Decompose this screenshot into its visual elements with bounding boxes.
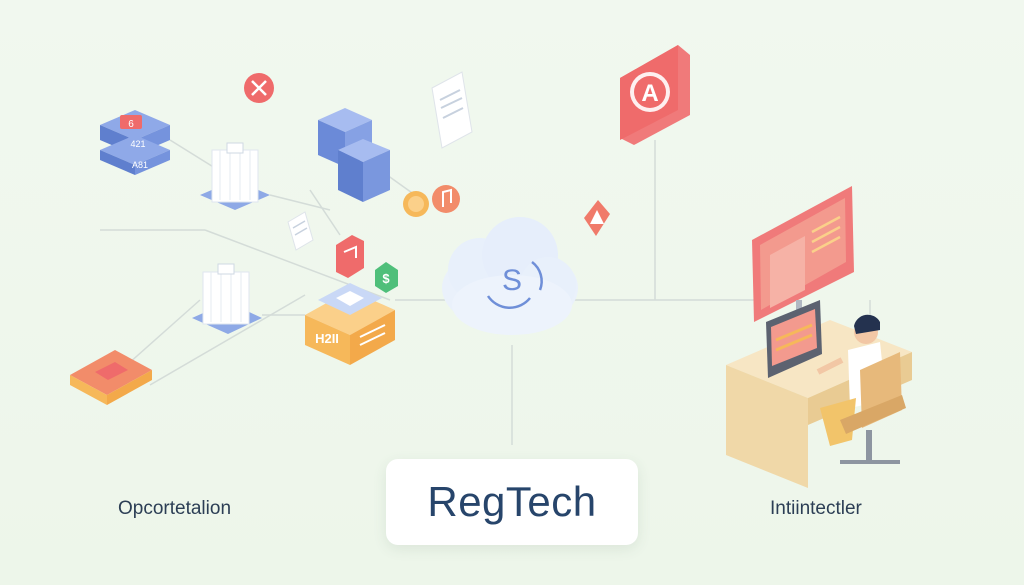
workstation-illustration [726, 186, 912, 488]
music-note-icon [432, 185, 460, 213]
dollar-icon [375, 262, 398, 293]
title-card: RegTech [386, 459, 638, 545]
data-cubes-icon [318, 108, 390, 202]
close-badge-icon [244, 73, 274, 103]
label-right: Intiintectler [770, 498, 862, 519]
server-stack-icon [100, 110, 170, 175]
warning-icon [584, 200, 610, 236]
alert-badge-icon [620, 45, 690, 145]
coin-icon [403, 191, 429, 217]
processor-block-icon [305, 283, 395, 365]
label-left: Opcortetalion [118, 498, 232, 519]
red-tag-icon [336, 235, 364, 278]
cloud-sync-icon [442, 217, 578, 335]
page-title: RegTech [427, 478, 597, 525]
document-icon [431, 71, 473, 149]
server-lower-text: 421 [130, 139, 145, 149]
small-document-icon [287, 211, 314, 251]
block-text: H2II [315, 331, 339, 346]
alert-letter: A [641, 80, 658, 107]
building-icon [200, 142, 270, 210]
server-top-badge-text: 6 [128, 119, 134, 130]
book-icon [70, 350, 152, 405]
cloud-letter: S [502, 264, 522, 297]
server-lower-text-2: A81 [132, 160, 148, 170]
dollar-text: $ [382, 271, 390, 286]
building-icon-2 [192, 263, 262, 334]
